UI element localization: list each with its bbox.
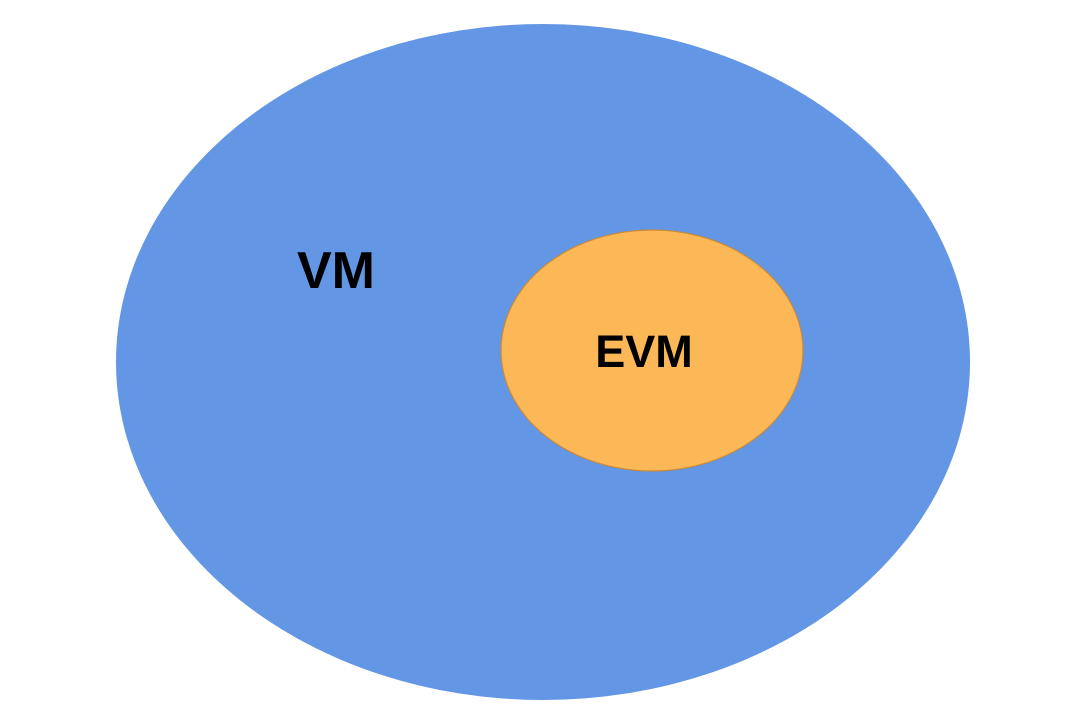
evm-ellipse: [500, 229, 804, 472]
vm-label: VM: [297, 242, 375, 300]
evm-label: EVM: [595, 326, 693, 377]
